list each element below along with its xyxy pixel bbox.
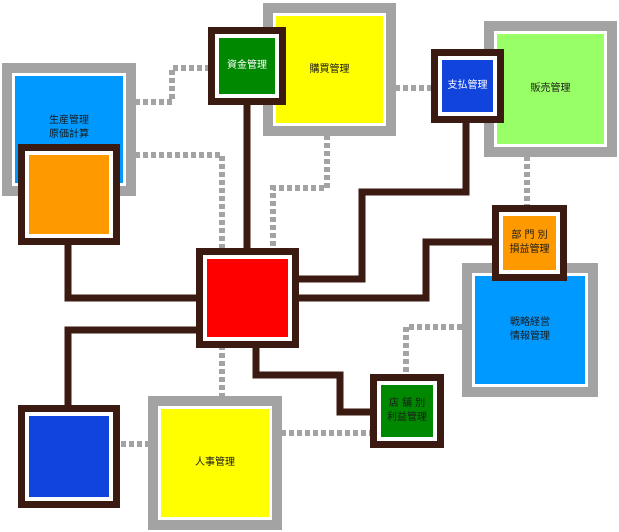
strategy-label: 戦略経営 情報管理: [510, 317, 550, 342]
dept-pl-fill: 部 門 別 損益管理: [503, 216, 556, 270]
link-core-blue: [64, 326, 196, 408]
funds-fill: 資金管理: [219, 38, 275, 94]
dept-pl-module: 部 門 別 損益管理: [492, 205, 567, 281]
orange-fill: [29, 155, 109, 234]
blue-module: [18, 405, 120, 508]
link-core-store: [252, 345, 372, 416]
sales-label: 販売管理: [530, 83, 571, 94]
core-module: [196, 248, 299, 348]
strategy-fill: 戦略経営 情報管理: [475, 276, 585, 384]
payment-fill: 支払管理: [442, 60, 493, 112]
orange-module: [18, 144, 120, 245]
store-pl-label: 店 舗 別 利益管理: [387, 398, 427, 423]
purchasing-fill: 購買管理: [276, 16, 383, 123]
sales-fill: 販売管理: [497, 34, 604, 144]
dotted-link-purchasing-core: [270, 135, 330, 248]
link-orange-core: [64, 243, 196, 302]
hr-module: 人事管理: [148, 396, 282, 530]
payment-module: 支払管理: [431, 49, 504, 123]
core-fill: [207, 259, 288, 337]
store-pl-module: 店 舗 別 利益管理: [370, 374, 444, 448]
funds-module: 資金管理: [208, 27, 286, 105]
payment-label: 支払管理: [447, 80, 488, 91]
blue-fill: [29, 416, 109, 497]
dotted-link-strategy-store: [403, 324, 462, 378]
dotted-link-production-core: [135, 152, 225, 248]
strategy-module: 戦略経営 情報管理: [462, 263, 598, 397]
dept-pl-label: 部 門 別 損益管理: [509, 230, 550, 255]
store-pl-fill: 店 舗 別 利益管理: [381, 385, 433, 437]
purchasing-label: 購買管理: [309, 63, 350, 75]
hr-label: 人事管理: [195, 457, 235, 468]
funds-label: 資金管理: [227, 60, 267, 71]
link-payment-core: [298, 120, 470, 283]
hr-fill: 人事管理: [161, 409, 269, 517]
dotted-link-production-funds: [135, 65, 212, 105]
production-label: 生産管理 原価計算: [49, 115, 89, 140]
